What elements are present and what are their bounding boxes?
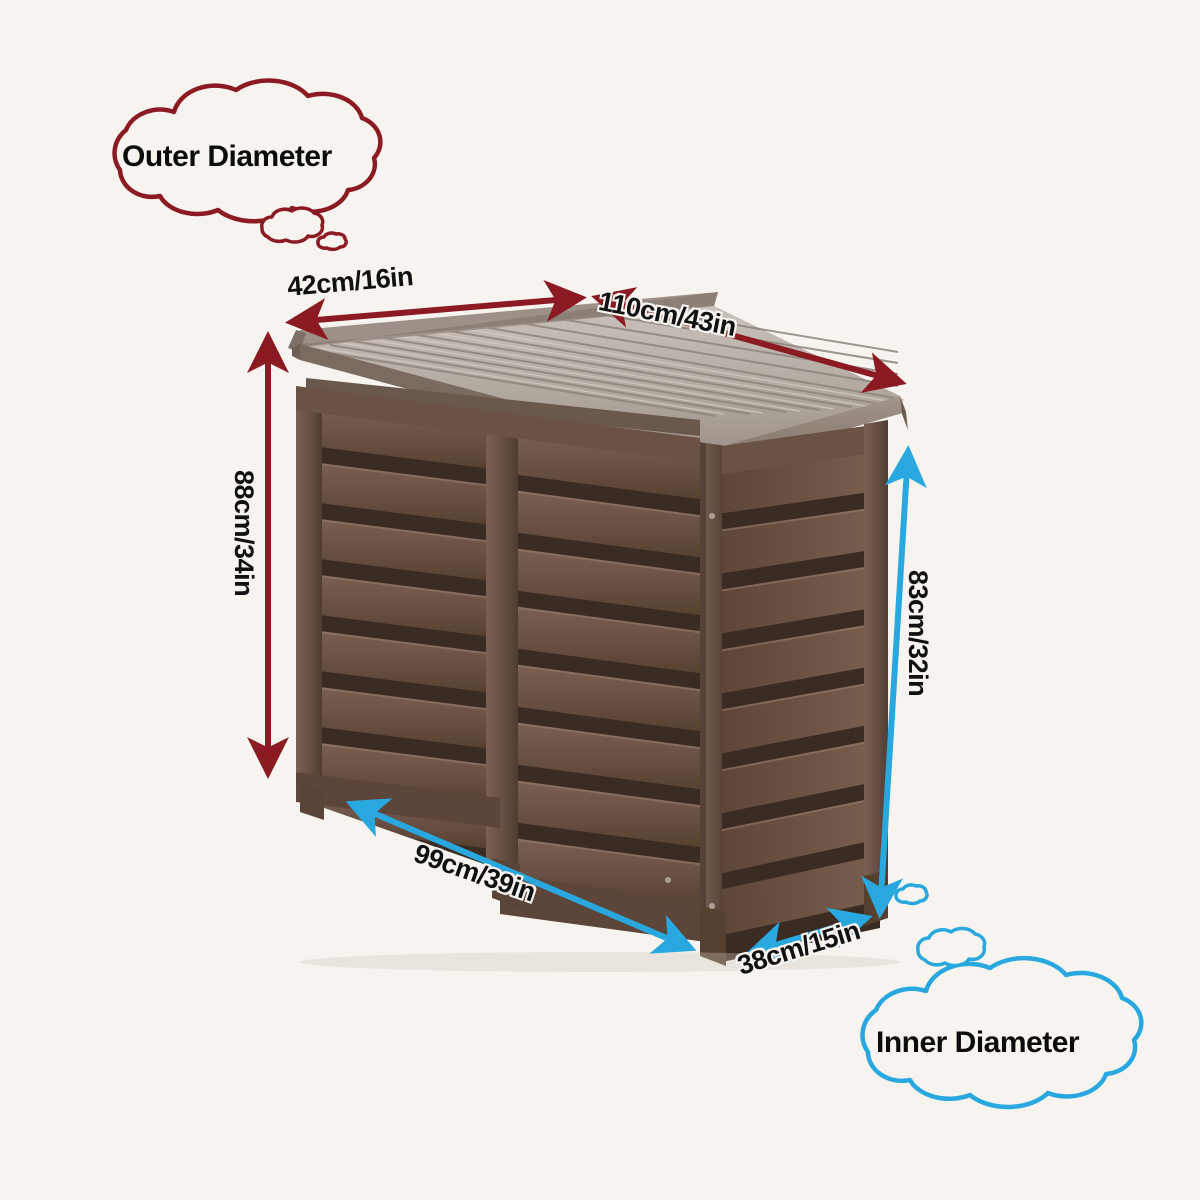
outer-width-arrow	[591, 287, 907, 393]
inner-height-label: 83cm/32in	[903, 570, 933, 697]
inner-depth-arrow	[745, 907, 873, 963]
outer-height-label: 88cm/34in	[229, 470, 259, 597]
inner-diameter-label: Inner Diameter	[876, 1026, 1080, 1059]
outer-diameter-bubble	[112, 78, 383, 224]
outer-depth-arrow	[285, 279, 587, 341]
inner-height-arrow	[861, 445, 927, 919]
outer-bubble-trail	[260, 206, 348, 252]
inner-bubble-trail	[894, 883, 987, 968]
inner-diameter-bubble	[860, 955, 1144, 1110]
inner-width-arrow	[345, 798, 697, 954]
outer-diameter-label: Outer Diameter	[122, 140, 332, 173]
